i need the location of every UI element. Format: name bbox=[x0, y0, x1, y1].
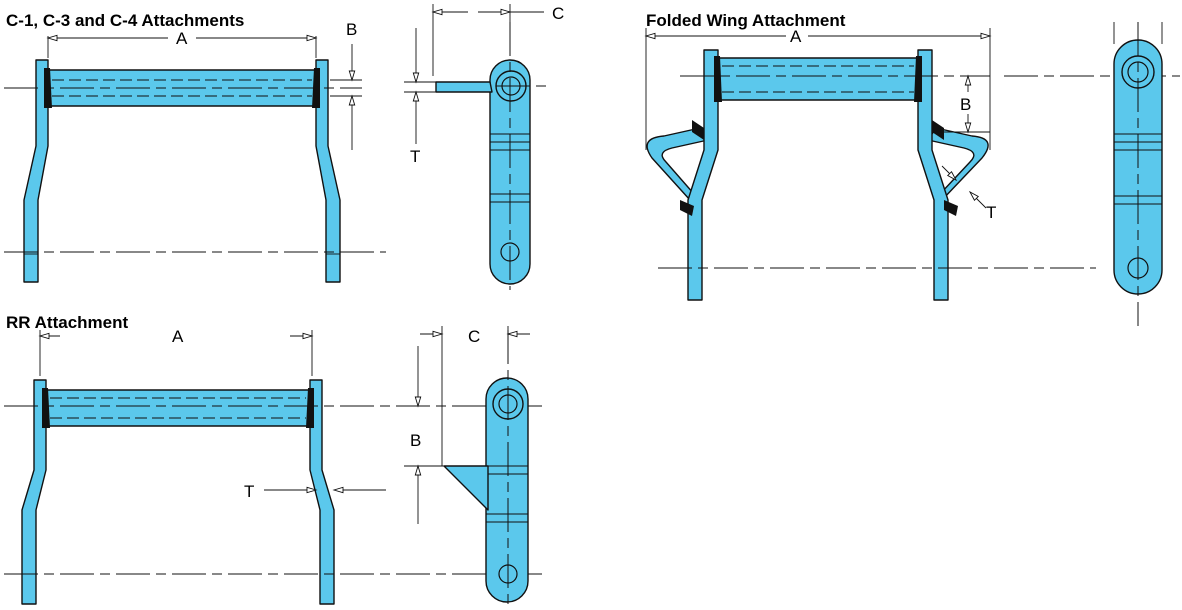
c-series-title: C-1, C-3 and C-4 Attachments bbox=[6, 11, 244, 30]
rr-dim-t: T bbox=[244, 482, 254, 501]
folded-wing-attachment-diagram: Folded Wing Attachment A B bbox=[644, 11, 1180, 326]
rr-dim-a: A bbox=[172, 327, 184, 346]
c-dim-t: T bbox=[410, 147, 420, 166]
rr-dim-c: C bbox=[468, 327, 480, 346]
fw-left-side-plate bbox=[687, 49, 719, 301]
rr-dim-b: B bbox=[410, 431, 421, 450]
rr-attachment-tab bbox=[443, 465, 489, 511]
rr-pin bbox=[45, 389, 311, 427]
c-dim-a: A bbox=[176, 29, 188, 48]
c-dim-b: B bbox=[346, 20, 357, 39]
rr-title: RR Attachment bbox=[6, 313, 128, 332]
c-side-link bbox=[489, 59, 531, 285]
fw-right-side-plate bbox=[917, 49, 949, 301]
fw-dim-a: A bbox=[790, 27, 802, 46]
rr-right-side-plate bbox=[309, 379, 335, 605]
fw-dim-t: T bbox=[986, 203, 996, 222]
fw-pin bbox=[717, 57, 919, 101]
c-series-attachment-diagram: C-1, C-3 and C-4 Attachments A B bbox=[4, 4, 564, 290]
c-right-side-plate bbox=[315, 59, 341, 283]
rr-attachment-diagram: RR Attachment A T bbox=[4, 313, 546, 608]
fw-dim-b: B bbox=[960, 95, 971, 114]
folded-wing-title: Folded Wing Attachment bbox=[646, 11, 846, 30]
c-dim-c: C bbox=[552, 4, 564, 23]
c-attachment-tab bbox=[435, 81, 493, 93]
